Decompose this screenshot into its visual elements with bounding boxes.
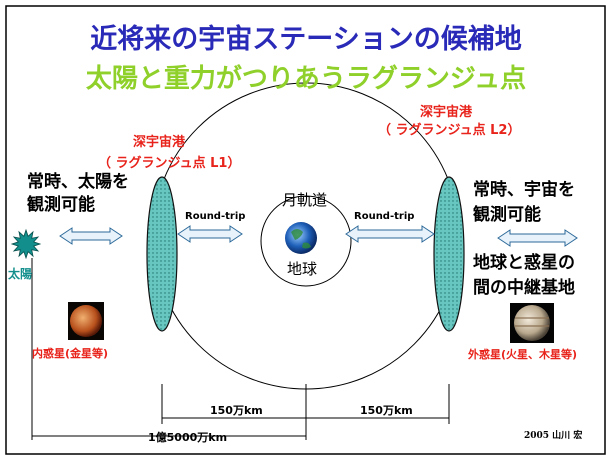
l1-name: 深宇宙港 [133, 135, 186, 150]
l1-subtitle: （ ラグランジュ点 L1） [98, 156, 241, 171]
earth-icon [285, 222, 317, 254]
outer-planet-label: 外惑星(火星、木星等) [468, 348, 578, 361]
right-text-1: 常時、宇宙を [473, 180, 575, 200]
title-line2: 太陽と重力がつりあうラグランジュ点 [85, 64, 527, 94]
moon-orbit-label: 月軌道 [282, 191, 328, 209]
arrow-l2-space [497, 229, 578, 247]
credit: 2005 山川 宏 [524, 431, 583, 441]
arrow-earth-l2 [345, 225, 435, 243]
l2-subtitle: （ ラグランジュ点 L2） [378, 123, 521, 138]
l2-name: 深宇宙港 [420, 105, 473, 120]
l2-ellipse [433, 176, 465, 332]
slide-frame [5, 5, 606, 455]
roundtrip-label-right: Round-trip [354, 211, 415, 222]
venus-icon [70, 305, 102, 337]
right-text-4: 間の中継基地 [473, 278, 575, 298]
arrow-l1-earth [177, 225, 243, 243]
right-text-2: 観測可能 [473, 205, 541, 225]
arrow-sun-l1 [59, 227, 123, 245]
inner-planet-label: 内惑星(金星等) [32, 347, 109, 360]
right-text-3: 地球と惑星の [473, 253, 575, 273]
distance-b: 150万km [360, 404, 413, 417]
distance-total: 1億5000万km [148, 431, 228, 444]
l1-ellipse [146, 176, 178, 332]
left-text-2: 観測可能 [27, 195, 95, 215]
title-line1: 近将来の宇宙ステーションの候補地 [90, 24, 522, 55]
moon-orbit-circle [260, 195, 352, 287]
jupiter-icon [514, 305, 550, 341]
left-text-1: 常時、太陽を [27, 172, 129, 192]
distance-a: 150万km [210, 404, 263, 417]
roundtrip-label-left: Round-trip [185, 211, 246, 222]
sun-label: 太陽 [8, 267, 33, 281]
earth-land-icon [291, 229, 311, 249]
earth-label: 地球 [287, 260, 318, 278]
sun-icon [10, 228, 42, 260]
